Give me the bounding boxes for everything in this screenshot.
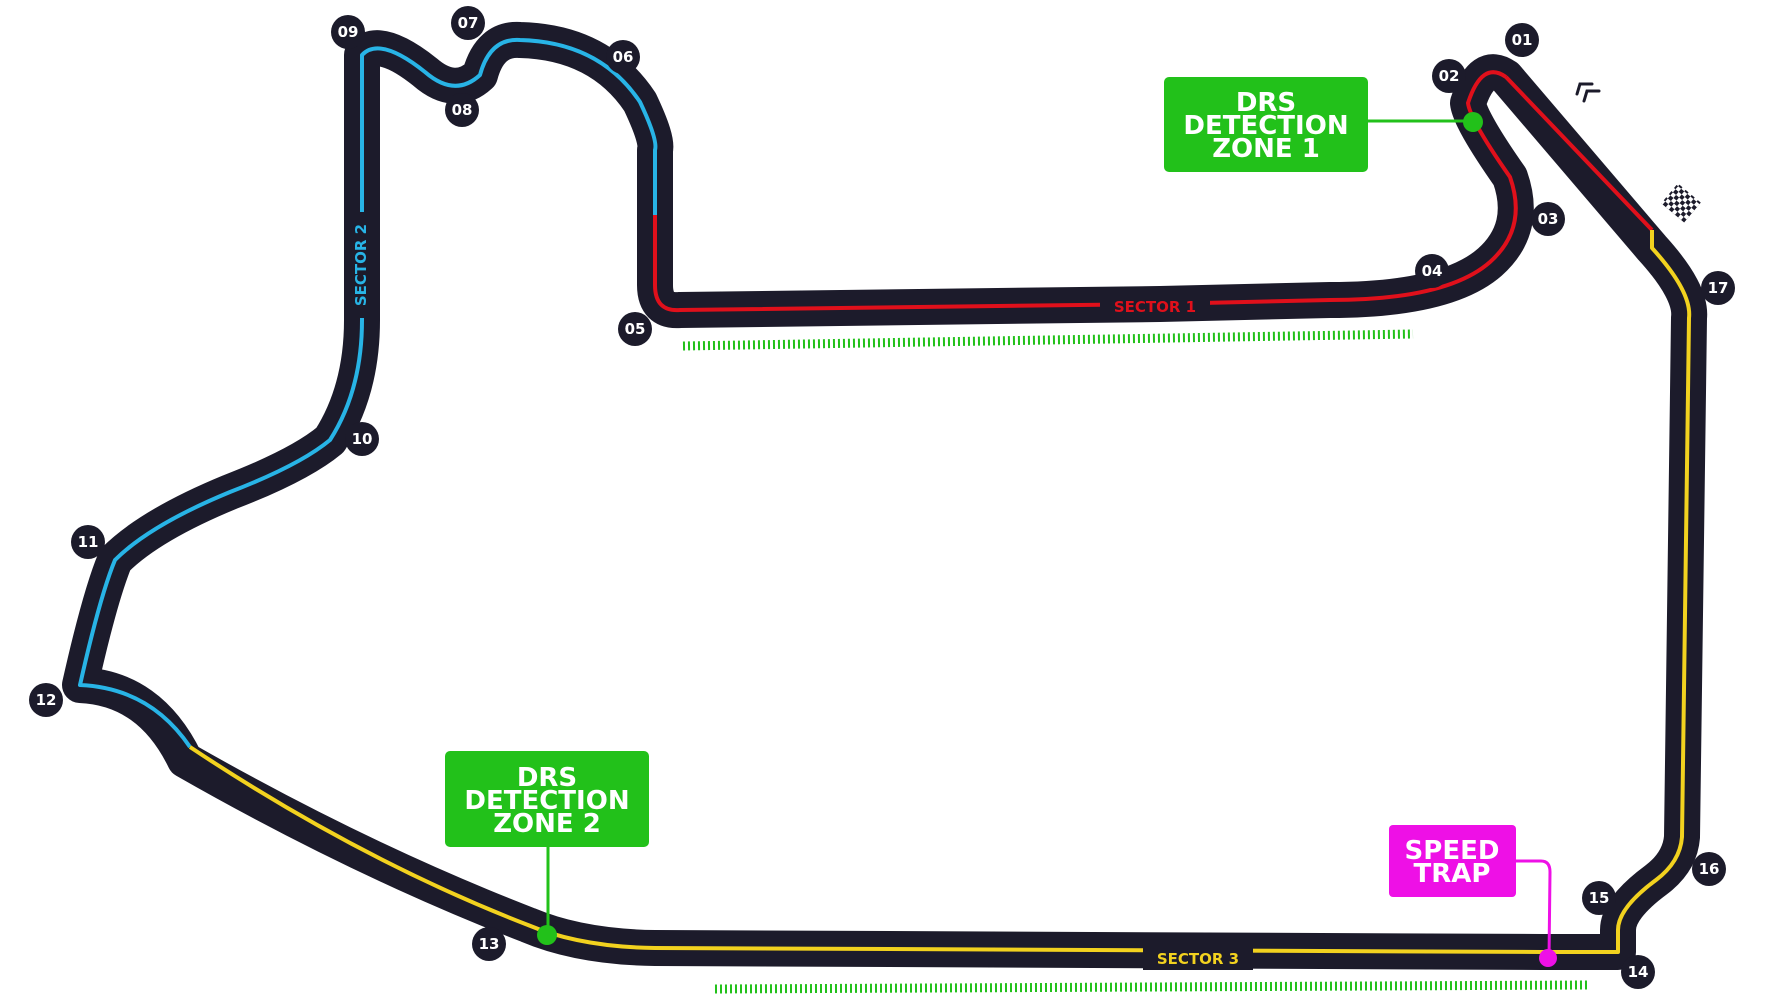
svg-text:16: 16: [1699, 860, 1720, 878]
svg-text:10: 10: [352, 430, 373, 448]
corner-marker-14: 14: [1621, 955, 1655, 989]
svg-text:01: 01: [1512, 31, 1533, 49]
svg-text:04: 04: [1422, 262, 1443, 280]
svg-text:TRAP: TRAP: [1414, 859, 1491, 889]
sector-2-tag: SECTOR 2: [349, 212, 373, 318]
corner-marker-01: 01: [1505, 23, 1539, 57]
svg-text:07: 07: [458, 14, 479, 32]
svg-text:SPEED: SPEED: [1405, 836, 1500, 866]
svg-text:11: 11: [78, 533, 99, 551]
start-finish-flag-icon: [1661, 183, 1701, 223]
svg-text:SECTOR 3: SECTOR 3: [1157, 950, 1239, 968]
svg-text:ZONE 1: ZONE 1: [1212, 134, 1320, 164]
drs-detection-zone-2: DRS DETECTION ZONE 2: [445, 751, 649, 945]
svg-text:15: 15: [1589, 889, 1610, 907]
drs-zone-2-strip: [714, 980, 1589, 994]
svg-text:DETECTION: DETECTION: [464, 786, 629, 816]
track-outline: [62, 21, 1708, 970]
corner-marker-04: 04: [1415, 254, 1449, 288]
corner-marker-06: 06: [606, 40, 640, 74]
svg-text:ZONE 2: ZONE 2: [493, 809, 601, 839]
sector-2-line: [78, 37, 658, 749]
sector-3-tag: SECTOR 3: [1143, 946, 1253, 970]
corner-marker-05: 05: [618, 312, 652, 346]
svg-text:DRS: DRS: [517, 763, 577, 793]
speed-trap: SPEED TRAP: [1389, 825, 1557, 967]
svg-text:13: 13: [479, 935, 500, 953]
svg-text:SECTOR 2: SECTOR 2: [352, 224, 370, 306]
drs-detection-zone-1: DRS DETECTION ZONE 1: [1164, 77, 1483, 172]
corner-marker-09: 09: [331, 15, 365, 49]
corner-marker-16: 16: [1692, 852, 1726, 886]
drs-zone-1-strip: [682, 329, 1414, 351]
svg-text:SECTOR 1: SECTOR 1: [1114, 298, 1196, 316]
svg-text:DETECTION: DETECTION: [1183, 111, 1348, 141]
svg-text:03: 03: [1538, 210, 1559, 228]
svg-text:09: 09: [338, 23, 359, 41]
corner-marker-10: 10: [345, 422, 379, 456]
corner-marker-08: 08: [445, 93, 479, 127]
svg-text:08: 08: [452, 101, 473, 119]
svg-text:DRS: DRS: [1236, 88, 1296, 118]
sector-1-tag: SECTOR 1: [1100, 294, 1210, 318]
svg-text:17: 17: [1708, 279, 1729, 297]
direction-chevron-icon: [1575, 82, 1601, 103]
sector-1-line: [653, 70, 1654, 313]
corner-marker-03: 03: [1531, 202, 1565, 236]
corner-marker-17: 17: [1701, 271, 1735, 305]
corner-marker-12: 12: [29, 683, 63, 717]
corner-marker-02: 02: [1432, 59, 1466, 93]
svg-text:02: 02: [1439, 67, 1460, 85]
corner-marker-13: 13: [472, 927, 506, 961]
svg-text:14: 14: [1628, 963, 1649, 981]
corner-marker-15: 15: [1582, 881, 1616, 915]
svg-text:05: 05: [625, 320, 646, 338]
corner-marker-11: 11: [71, 525, 105, 559]
svg-text:06: 06: [613, 48, 634, 66]
svg-text:12: 12: [36, 691, 57, 709]
corner-marker-07: 07: [451, 6, 485, 40]
